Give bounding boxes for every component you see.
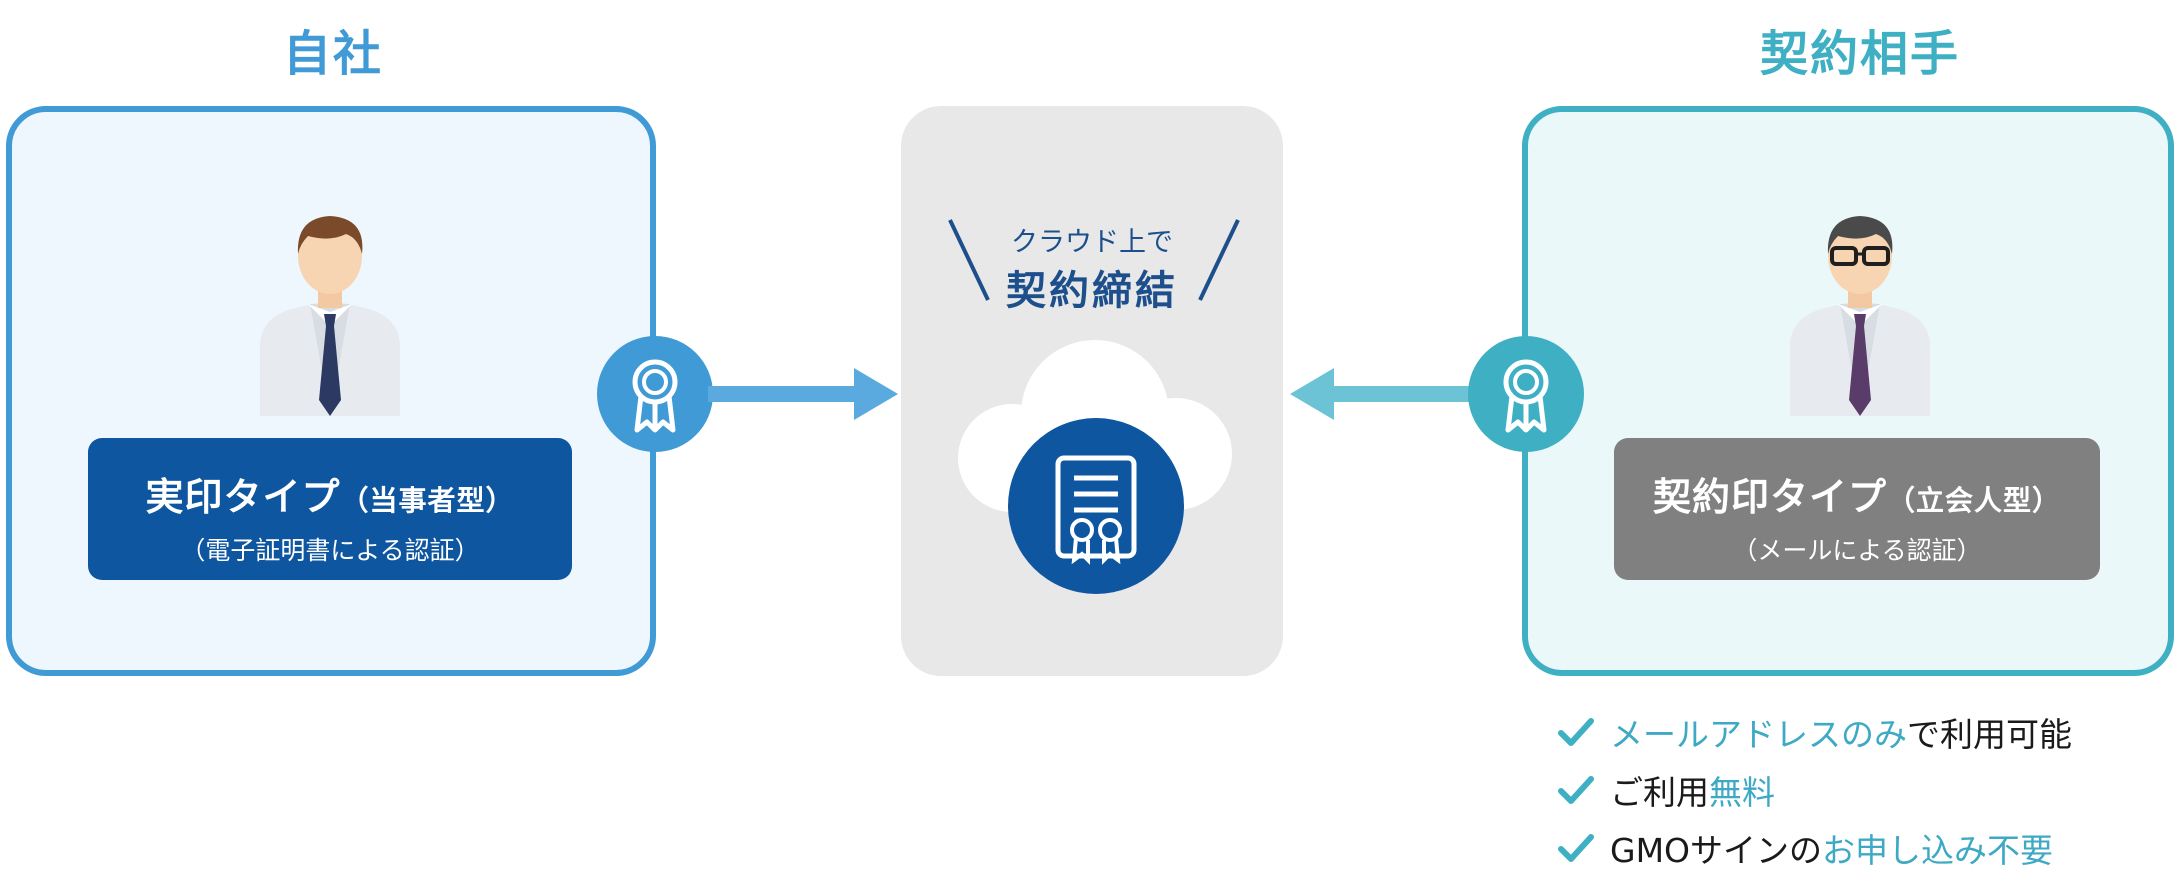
bullet-item: GMOサインのお申し込み不要 <box>1558 824 2053 872</box>
bullet-text: GMOサインの <box>1610 831 1823 870</box>
right-badge-note: （メールによる認証） <box>1732 536 1982 565</box>
bullet-highlight: 無料 <box>1709 773 1775 812</box>
left-badge-note: （電子証明書による認証） <box>180 536 480 565</box>
right-badge-title-main: 契約印タイプ <box>1652 475 1887 519</box>
certificate-document-icon <box>1008 418 1184 594</box>
right-badge-title: 契約印タイプ（立会人型） <box>1614 466 2100 521</box>
bullet-text: ご利用 <box>1610 773 1709 812</box>
left-badge-title: 実印タイプ（当事者型） <box>88 466 572 521</box>
businessman-icon <box>260 216 400 416</box>
bullet-item: メールアドレスのみで利用可能 <box>1558 708 2072 756</box>
right-badge: 契約印タイプ（立会人型） （メールによる認証） <box>1614 438 2100 580</box>
bullet-highlight: お申し込み不要 <box>1822 831 2054 870</box>
bullet-item: ご利用無料 <box>1558 766 1775 814</box>
arrow-right-icon <box>708 368 898 420</box>
cloud-main-text: 契約締結 <box>1006 268 1178 314</box>
right-heading: 契約相手 <box>1759 26 1960 82</box>
arrow-left-icon <box>1290 368 1480 420</box>
left-badge-title-sub: （当事者型） <box>340 484 515 517</box>
bullet-highlight: メールアドレスのみ <box>1610 715 1907 754</box>
right-badge-title-sub: （立会人型） <box>1887 484 2062 517</box>
cloud-top-text: クラウド上で <box>1011 227 1173 258</box>
left-heading: 自社 <box>282 26 383 82</box>
check-icon <box>1558 776 1594 804</box>
left-badge-title-main: 実印タイプ <box>145 475 341 519</box>
right-slash <box>1198 219 1240 301</box>
check-icon <box>1558 834 1594 862</box>
left-slash <box>948 219 990 301</box>
award-ribbon-icon <box>597 336 713 452</box>
award-ribbon-icon <box>1468 336 1584 452</box>
bullet-text: で利用可能 <box>1907 715 2072 754</box>
check-icon <box>1558 718 1594 746</box>
businessman-glasses-icon <box>1790 216 1930 416</box>
left-badge: 実印タイプ（当事者型） （電子証明書による認証） <box>88 438 572 580</box>
